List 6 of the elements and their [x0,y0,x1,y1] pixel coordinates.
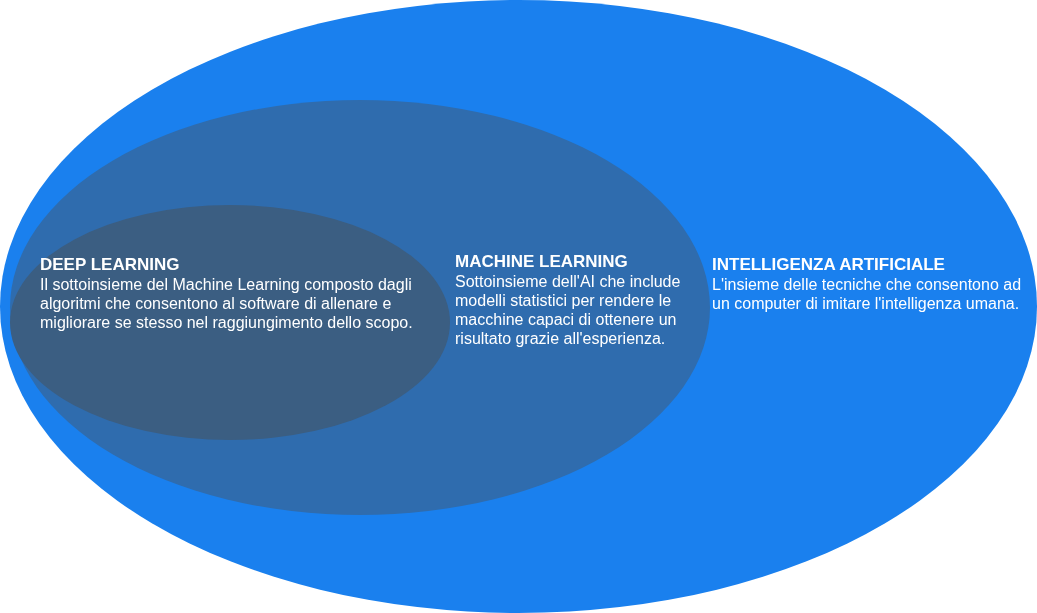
heading: MACHINE LEARNING [455,252,629,272]
description: Il sottoinsieme del Machine Learning composto dagli algoritmi che consentono al software di allenare e migliorare se stesso nel raggiungimento dello scopo. [40,275,414,332]
heading: DEEP LEARNING [40,255,181,275]
heading: INTELLIGENZA ARTIFICIALE [712,255,946,275]
description: Sottoinsieme dell'AI che include modelli statistici per rendere le macchine capaci di ottenere un risultato grazie all'esperienza. [455,272,682,348]
description: L'insieme delle tecniche che consentono ad un computer di imitare l'intelligenza umana. [712,275,1023,313]
